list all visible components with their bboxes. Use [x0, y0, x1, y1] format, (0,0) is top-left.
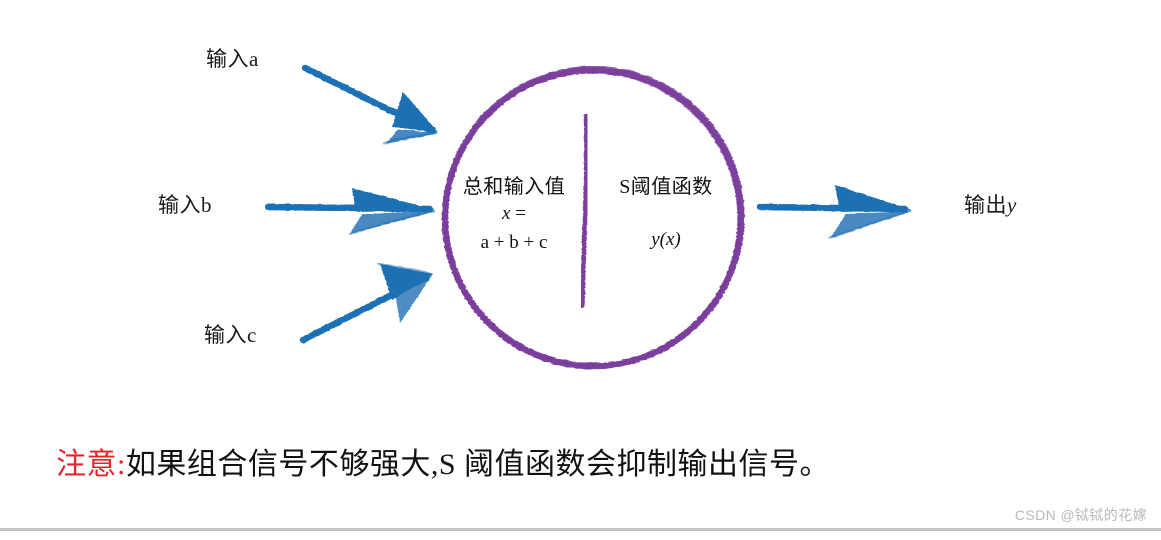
output-arrow — [756, 185, 912, 240]
sum-input-formula-line1: x = — [444, 200, 584, 229]
threshold-function-title: S阈值函数 — [619, 176, 713, 198]
input-c-label: 输入c — [204, 323, 257, 347]
caption-warning-prefix: 注意: — [56, 448, 126, 481]
threshold-function-formula: y(x) — [596, 226, 736, 255]
threshold-fn-name: y — [651, 229, 660, 250]
caption-text: 注意:如果组合信号不够强大,S 阈值函数会抑制输出信号。 — [56, 448, 830, 481]
sum-variable-x: x — [502, 203, 511, 224]
csdn-watermark: CSDN @铽铽的花嫁 — [1014, 507, 1147, 523]
sum-equals-sign: = — [510, 203, 526, 224]
sum-input-title: 总和输入值 — [462, 176, 566, 198]
input-b-label: 输入b — [158, 193, 212, 217]
output-label-prefix: 输出 — [964, 193, 1007, 217]
threshold-fn-arg: (x) — [659, 229, 681, 250]
bottom-divider — [0, 528, 1161, 531]
input-b-arrow — [264, 188, 436, 236]
neuron-right-panel: S阈值函数 y(x) — [596, 175, 736, 255]
neuron-left-panel: 总和输入值 x = a + b + c — [444, 175, 584, 257]
input-a-label: 输入a — [206, 47, 259, 71]
output-label: 输出y — [964, 195, 1017, 216]
caption-body: 如果组合信号不够强大,S 阈值函数会抑制输出信号。 — [125, 448, 831, 481]
output-label-variable: y — [1007, 193, 1017, 217]
input-c-arrow — [299, 262, 433, 344]
input-a-arrow — [301, 64, 438, 145]
sum-input-formula-line2: a + b + c — [480, 231, 548, 253]
